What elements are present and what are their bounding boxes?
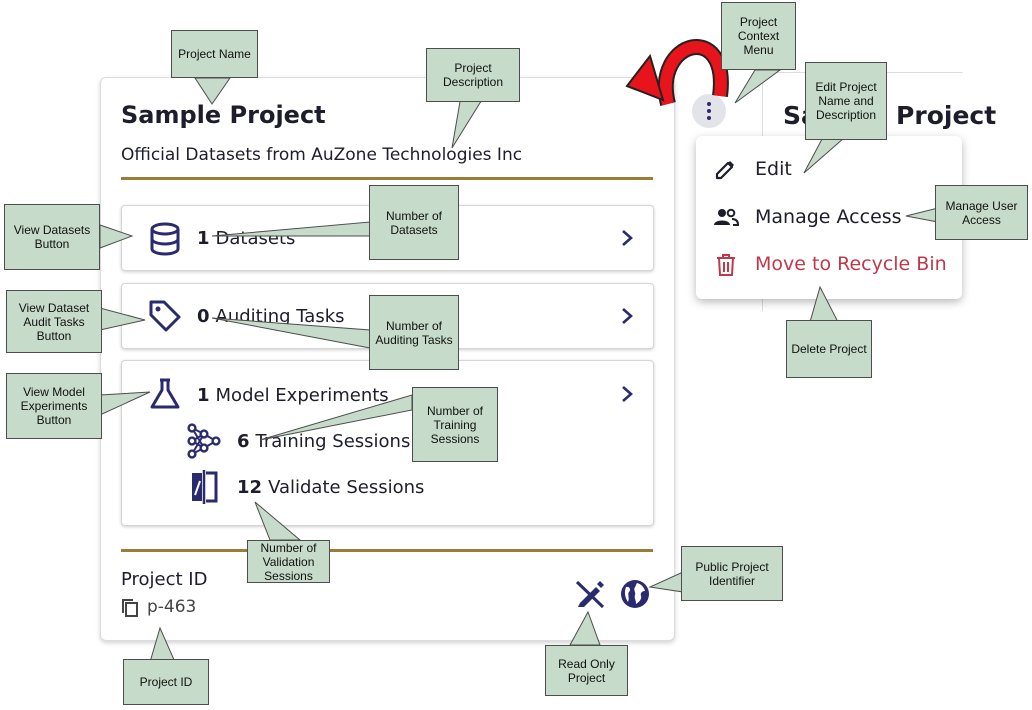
copy-icon[interactable] — [121, 598, 139, 618]
pointer-project-id — [149, 626, 176, 663]
training-label: Training Sessions — [255, 431, 411, 452]
experiments-count: 1 — [197, 385, 210, 406]
callout-read-only: Read Only Project — [545, 645, 628, 696]
pointer-num-validation — [254, 501, 302, 541]
red-arrow-head — [625, 53, 665, 102]
callout-num-validation: Number of Validation Sessions — [247, 540, 330, 583]
menu-item-edit[interactable]: Edit — [696, 146, 962, 192]
chevron-right-icon — [622, 308, 633, 324]
callout-num-audit: Number of Auditing Tasks — [369, 295, 459, 370]
pointer-num-datasets — [211, 221, 371, 237]
pointer-public-id — [648, 571, 684, 593]
pointer-view-audit — [99, 307, 146, 331]
pointer-delete — [809, 285, 839, 323]
callout-view-experiments: View Model Experiments Button — [6, 373, 102, 439]
kebab-dot — [707, 109, 711, 113]
menu-edit-label: Edit — [755, 158, 792, 180]
pointer-view-datasets — [99, 224, 134, 249]
callout-num-training: Number of Training Sessions — [412, 387, 498, 462]
callout-project-name: Project Name — [171, 30, 258, 78]
datasets-count: 1 — [197, 228, 210, 249]
menu-item-move-to-recycle-bin[interactable]: Move to Recycle Bin — [696, 241, 962, 287]
callout-num-datasets: Number of Datasets — [369, 185, 459, 260]
menu-manage-access-label: Manage Access — [755, 206, 902, 228]
pointer-num-audit — [211, 317, 371, 349]
project-description: Official Datasets from AuZone Technologi… — [121, 145, 523, 165]
callout-manage-access: Manage User Access — [935, 185, 1028, 240]
project-context-menu-button[interactable] — [692, 94, 726, 128]
callout-delete-project: Delete Project — [786, 320, 872, 378]
neural-network-icon — [187, 423, 221, 459]
menu-recycle-label: Move to Recycle Bin — [755, 253, 947, 275]
pointer-context-menu — [734, 69, 782, 104]
red-arrow — [660, 41, 727, 106]
trash-icon — [717, 254, 735, 276]
users-icon — [714, 208, 739, 226]
compare-icon — [192, 470, 218, 504]
chevron-right-icon — [622, 386, 633, 402]
kebab-dot — [707, 116, 711, 120]
chevron-right-icon — [622, 230, 633, 246]
pointer-manage-access — [905, 207, 939, 223]
pencil-off-icon — [575, 580, 605, 609]
kebab-dot — [707, 102, 711, 106]
training-count: 6 — [237, 431, 250, 452]
experiments-label: Model Experiments — [215, 385, 389, 406]
globe-icon — [621, 580, 649, 608]
database-icon — [150, 222, 180, 256]
pointer-view-experiments — [99, 391, 151, 416]
callout-view-datasets: View Datasets Button — [4, 204, 100, 270]
callout-public-id: Public Project Identifier — [681, 546, 783, 601]
pointer-num-training — [259, 394, 413, 441]
callout-project-description: Project Description — [426, 48, 520, 102]
project-name: Sample Project — [121, 101, 326, 129]
project-id-value: p-463 — [147, 597, 197, 617]
callout-edit: Edit Project Name and Description — [805, 62, 887, 140]
pointer-read-only — [569, 610, 601, 646]
pointer-project-name — [194, 77, 231, 105]
callout-project-id: Project ID — [123, 659, 209, 705]
menu-item-manage-access[interactable]: Manage Access — [696, 194, 962, 240]
project-context-menu: Edit Manage Access Move to Recycle Bin — [696, 136, 962, 299]
validate-count: 12 — [237, 477, 263, 498]
flask-icon — [150, 378, 180, 409]
header-divider — [121, 177, 653, 180]
callout-context-menu: Project Context Menu — [721, 2, 796, 70]
callout-view-audit: View Dataset Audit Tasks Button — [6, 290, 102, 353]
project-id-label: Project ID — [121, 569, 208, 590]
auditing-count: 0 — [197, 306, 210, 327]
validate-label: Validate Sessions — [268, 477, 425, 498]
pencil-icon — [715, 161, 734, 180]
tag-icon — [149, 300, 181, 332]
footer-divider — [121, 549, 653, 552]
